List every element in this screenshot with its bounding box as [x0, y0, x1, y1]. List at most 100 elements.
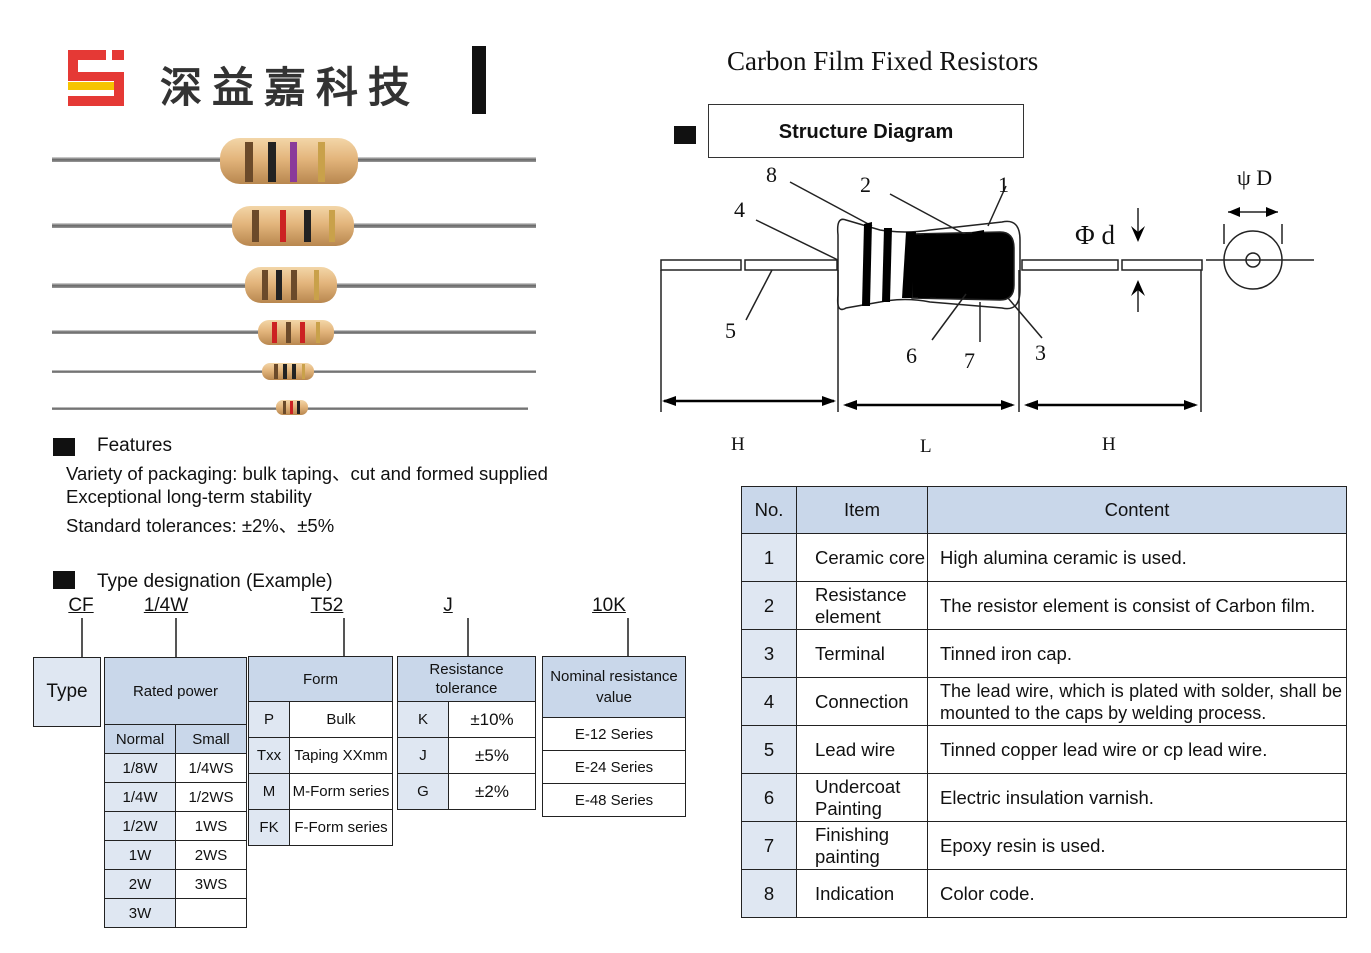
part-item: Terminal — [796, 629, 928, 678]
part-item: Connection — [796, 677, 928, 726]
dim-l: L — [920, 436, 932, 457]
tolerance-value: ±2% — [448, 773, 536, 810]
label-1: 1 — [998, 172, 1009, 197]
type-box: Type — [33, 657, 101, 727]
page-title: Carbon Film Fixed Resistors — [727, 46, 1039, 76]
part-item: Resistance element — [796, 581, 928, 630]
part-content: Tinned iron cap. — [927, 629, 1347, 678]
small-header: Small — [175, 724, 247, 754]
resistor-photo — [52, 138, 536, 415]
form-code: M — [248, 773, 290, 810]
col-no-header: No. — [741, 486, 797, 534]
section-bullet — [674, 126, 696, 144]
power-small: 3WS — [175, 869, 247, 899]
part-content: Tinned copper lead wire or cp lead wire. — [927, 725, 1347, 774]
part-content: Electric insulation varnish. — [927, 773, 1347, 822]
power-small: 1/2WS — [175, 782, 247, 812]
brand-name: 深益嘉科技 — [160, 63, 421, 112]
part-content: High alumina ceramic is used. — [927, 533, 1347, 582]
connector-line — [627, 618, 629, 656]
company-logo-icon — [68, 50, 124, 106]
part-item: Finishing painting — [796, 821, 928, 870]
part-no: 4 — [741, 677, 797, 726]
code-tolerance: J — [443, 595, 453, 616]
power-small: 2WS — [175, 840, 247, 870]
part-no: 6 — [741, 773, 797, 822]
connector-line — [175, 618, 177, 658]
normal-header: Normal — [104, 724, 176, 754]
label-7: 7 — [964, 348, 975, 373]
form-desc: Bulk — [289, 701, 393, 738]
label-8: 8 — [766, 162, 777, 187]
code-cf: CF — [68, 595, 94, 616]
tolerance-code: G — [397, 773, 449, 810]
nominal-series: E-24 Series — [542, 750, 686, 784]
power-normal: 3W — [104, 898, 176, 928]
form-desc: M-Form series — [289, 773, 393, 810]
power-small: 1/4WS — [175, 753, 247, 783]
part-no: 1 — [741, 533, 797, 582]
code-form: T52 — [310, 595, 344, 616]
connector-line — [467, 618, 469, 656]
structure-diagram-heading: Structure Diagram — [708, 104, 1024, 158]
rated-power-header: Rated power — [104, 657, 247, 725]
part-content: Color code. — [927, 869, 1347, 918]
connector-line — [81, 618, 83, 658]
tolerance-header-line1: Resistance — [429, 661, 504, 678]
nominal-series: E-48 Series — [542, 783, 686, 817]
code-nominal: 10K — [592, 595, 626, 616]
label-2: 2 — [860, 172, 871, 197]
nominal-series: E-12 Series — [542, 717, 686, 751]
part-no: 8 — [741, 869, 797, 918]
dim-h-right: H — [1102, 434, 1116, 455]
nominal-header-line1: Nominal resistance — [550, 668, 678, 685]
code-power: 1/4W — [143, 595, 189, 616]
col-content-header: Content — [927, 486, 1347, 534]
power-normal: 1/8W — [104, 753, 176, 783]
form-desc: Taping XXmm — [289, 737, 393, 774]
dim-h-left: H — [731, 434, 745, 455]
power-small — [175, 898, 247, 928]
tolerance-value: ±10% — [448, 701, 536, 738]
form-header: Form — [248, 656, 393, 702]
part-content: Epoxy resin is used. — [927, 821, 1347, 870]
col-item-header: Item — [796, 486, 928, 534]
form-code: FK — [248, 809, 290, 846]
brand-divider — [472, 46, 486, 114]
part-content: The lead wire, which is plated with sold… — [927, 677, 1347, 726]
part-no: 3 — [741, 629, 797, 678]
power-normal: 1/2W — [104, 811, 176, 841]
part-no: 5 — [741, 725, 797, 774]
cap-diameter-label: ψ D — [1237, 165, 1273, 190]
label-5: 5 — [725, 318, 736, 343]
type-label: Type — [33, 657, 101, 727]
form-desc: F-Form series — [289, 809, 393, 846]
tolerance-value: ±5% — [448, 737, 536, 774]
lead-diameter-label: Φ d — [1075, 220, 1115, 250]
form-code: P — [248, 701, 290, 738]
tolerance-header-line2: tolerance — [435, 680, 498, 697]
features-heading: Features — [97, 435, 172, 456]
power-small: 1WS — [175, 811, 247, 841]
part-item: Ceramic core — [796, 533, 928, 582]
nominal-header: Nominal resistance value — [542, 656, 686, 718]
type-designation-heading: Type designation (Example) — [97, 571, 333, 592]
feature-line: Standard tolerances: ±2%、±5% — [66, 515, 335, 536]
part-item: Indication — [796, 869, 928, 918]
nominal-header-line2: value — [596, 689, 632, 706]
power-normal: 1/4W — [104, 782, 176, 812]
label-6: 6 — [906, 343, 917, 368]
power-normal: 2W — [104, 869, 176, 899]
form-code: Txx — [248, 737, 290, 774]
label-4: 4 — [734, 197, 745, 222]
part-item: Lead wire — [796, 725, 928, 774]
tolerance-code: J — [397, 737, 449, 774]
part-content: The resistor element is consist of Carbo… — [927, 581, 1347, 630]
power-normal: 1W — [104, 840, 176, 870]
connector-line — [343, 618, 345, 656]
part-no: 2 — [741, 581, 797, 630]
type-designation-bullet — [53, 571, 75, 589]
tolerance-header: Resistance tolerance — [397, 656, 536, 702]
